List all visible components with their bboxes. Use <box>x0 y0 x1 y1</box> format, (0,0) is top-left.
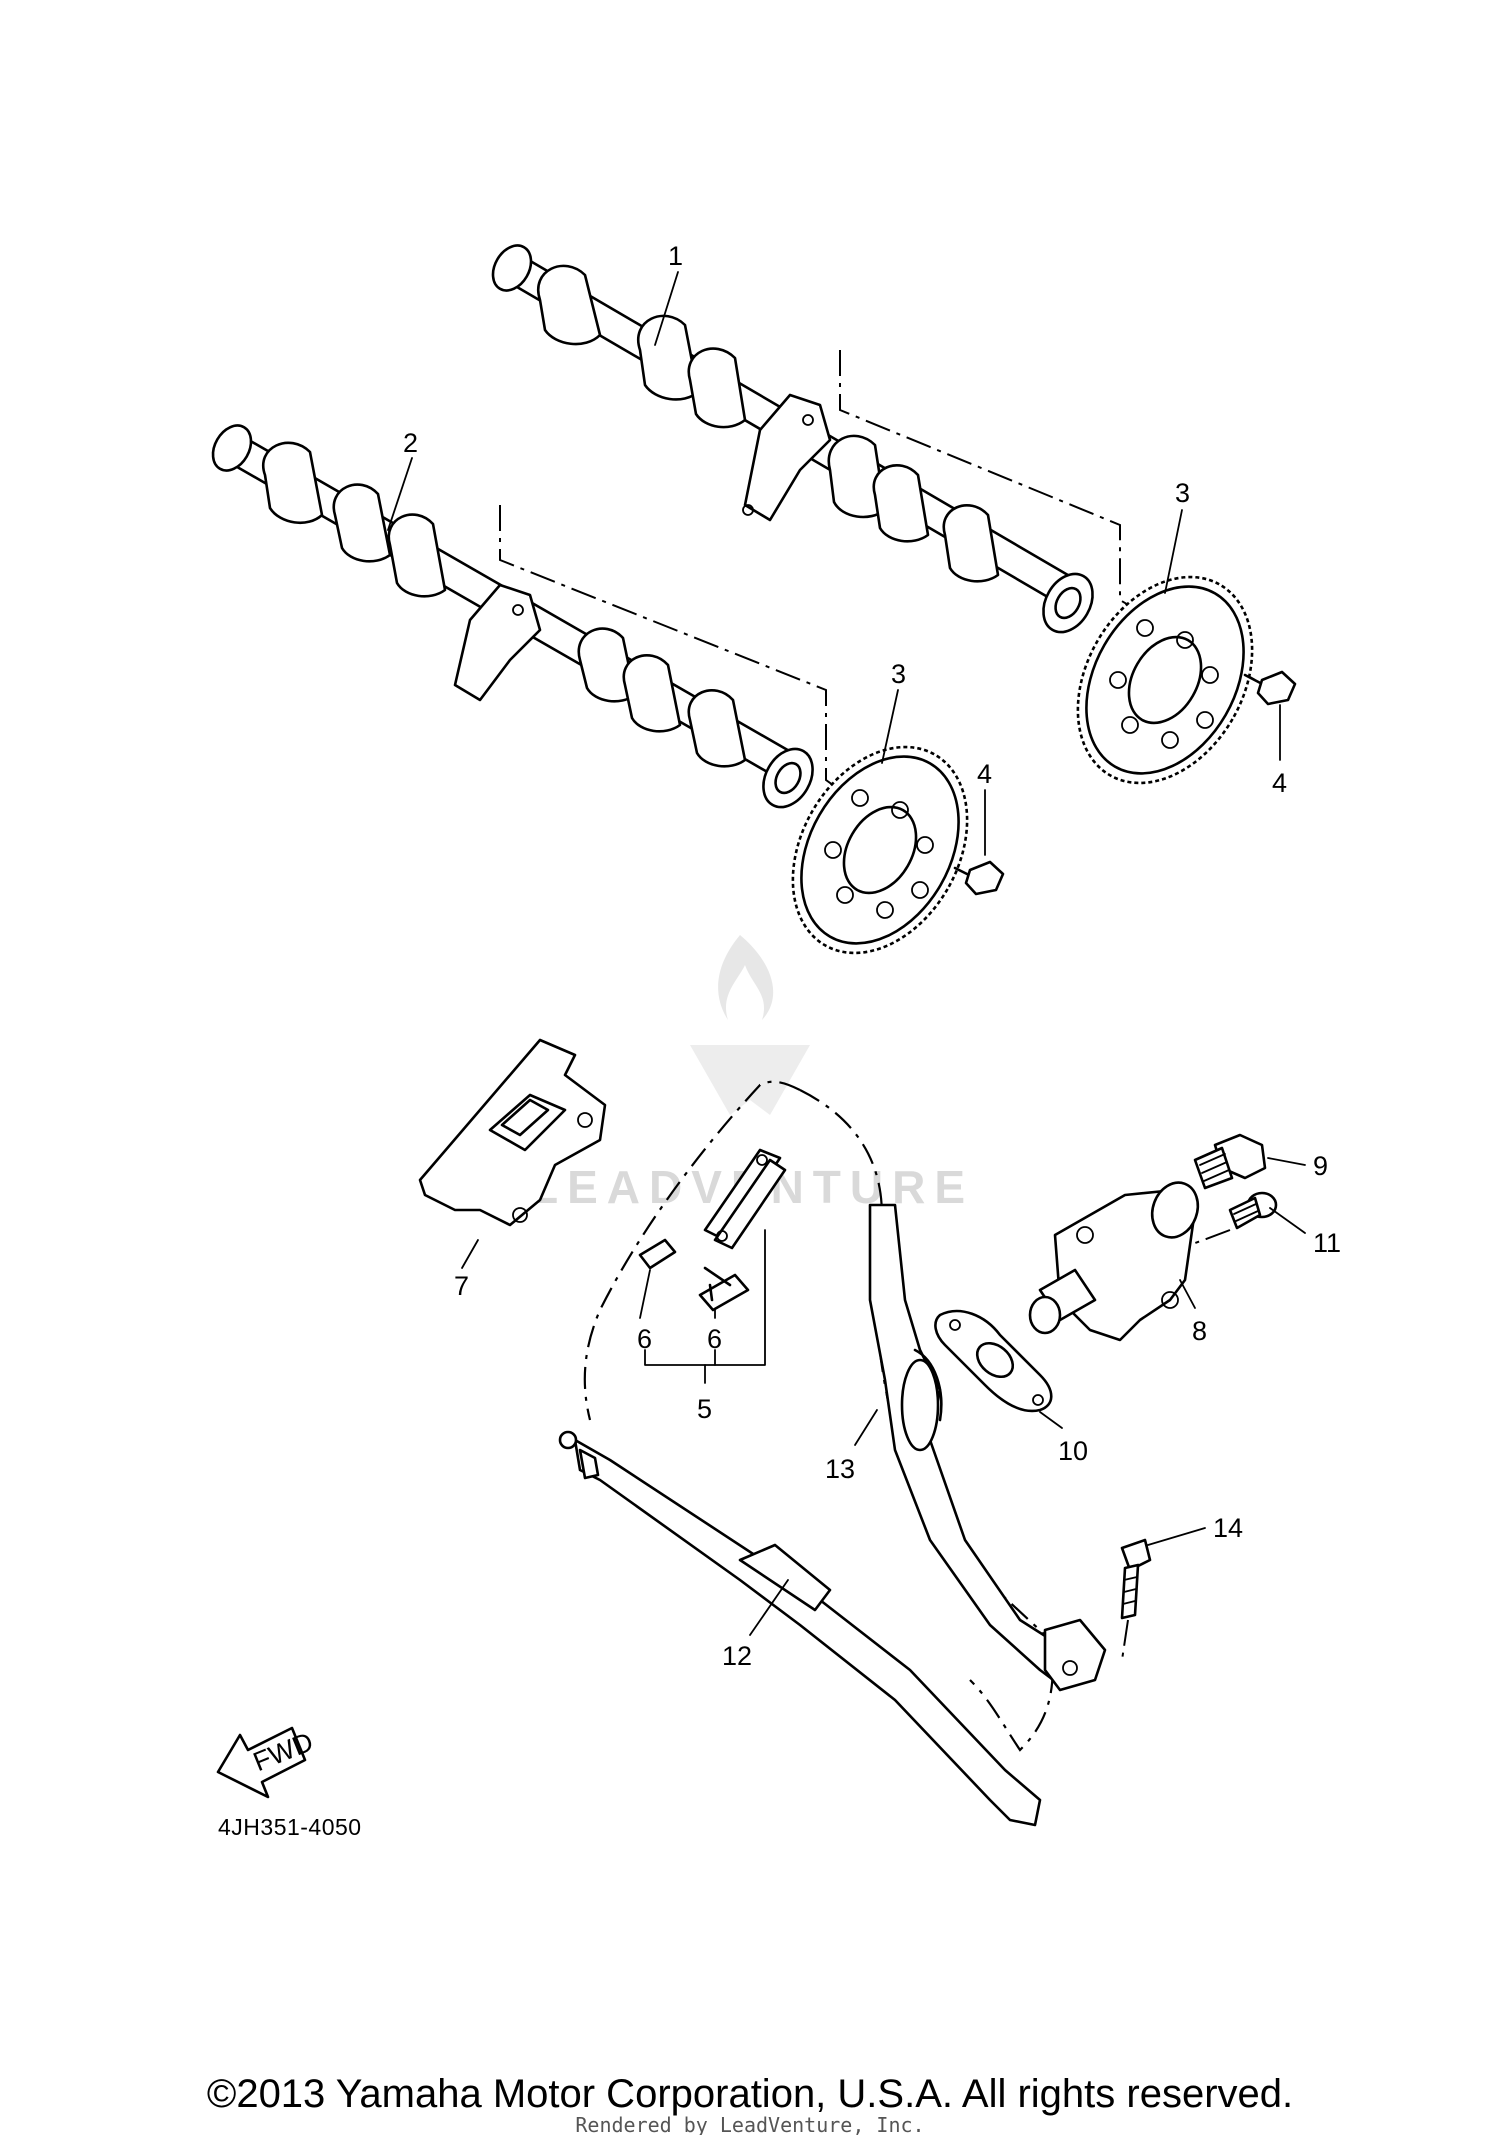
chain-guide-7[interactable] <box>418 1038 607 1227</box>
callout-8[interactable]: 8 <box>1192 1316 1207 1346</box>
camshaft-1[interactable] <box>485 239 1102 641</box>
forward-direction-arrow: FWD <box>216 1726 317 1799</box>
cam-sprocket-3-lower[interactable] <box>757 716 1002 985</box>
callout-13[interactable]: 13 <box>825 1454 855 1484</box>
callout-6-left[interactable]: 6 <box>637 1324 652 1354</box>
master-link-6[interactable] <box>638 1238 750 1312</box>
callout-4-lower[interactable]: 4 <box>977 759 992 789</box>
leader-lines <box>387 271 1306 1636</box>
tensioner-bolt-9[interactable] <box>1193 1133 1267 1190</box>
callout-3-upper[interactable]: 3 <box>1175 478 1190 508</box>
callout-9[interactable]: 9 <box>1313 1151 1328 1181</box>
cam-sprocket-3-upper[interactable] <box>1042 546 1287 815</box>
copyright-notice: ©2013 Yamaha Motor Corporation, U.S.A. A… <box>206 2072 1294 2116</box>
tensioner-gasket-10[interactable] <box>934 1309 1053 1413</box>
rendered-by-notice: Rendered by LeadVenture, Inc. <box>575 2113 925 2135</box>
callout-labels: 1 2 3 3 4 4 5 6 6 7 8 9 10 11 12 13 14 <box>403 241 1341 1671</box>
callout-4-upper[interactable]: 4 <box>1272 768 1287 798</box>
camshaft-2[interactable] <box>205 419 822 816</box>
callout-12[interactable]: 12 <box>722 1641 752 1671</box>
sprocket-bolt-4-upper[interactable] <box>1243 670 1297 706</box>
callout-7[interactable]: 7 <box>454 1271 469 1301</box>
callout-11[interactable]: 11 <box>1313 1228 1341 1258</box>
callout-5[interactable]: 5 <box>697 1394 712 1424</box>
callout-1[interactable]: 1 <box>668 241 683 271</box>
chain-guide-12[interactable] <box>558 1430 1042 1827</box>
sprocket-bolt-4-lower[interactable] <box>953 860 1005 896</box>
callout-14[interactable]: 14 <box>1213 1513 1243 1543</box>
callout-2[interactable]: 2 <box>403 428 418 458</box>
chain-tensioner-8[interactable] <box>1028 1176 1205 1342</box>
callout-6-right[interactable]: 6 <box>707 1324 722 1354</box>
cam-chain-5[interactable] <box>583 1080 1054 1752</box>
chain-guide-13[interactable] <box>868 1203 1107 1692</box>
watermark-logo <box>690 935 810 1115</box>
callout-3-lower[interactable]: 3 <box>891 659 906 689</box>
callout-10[interactable]: 10 <box>1058 1436 1088 1466</box>
tensioner-bolt-11[interactable] <box>1189 1191 1278 1246</box>
guide-bolt-14[interactable] <box>1120 1538 1152 1661</box>
diagram-code: 4JH351-4050 <box>218 1814 362 1840</box>
